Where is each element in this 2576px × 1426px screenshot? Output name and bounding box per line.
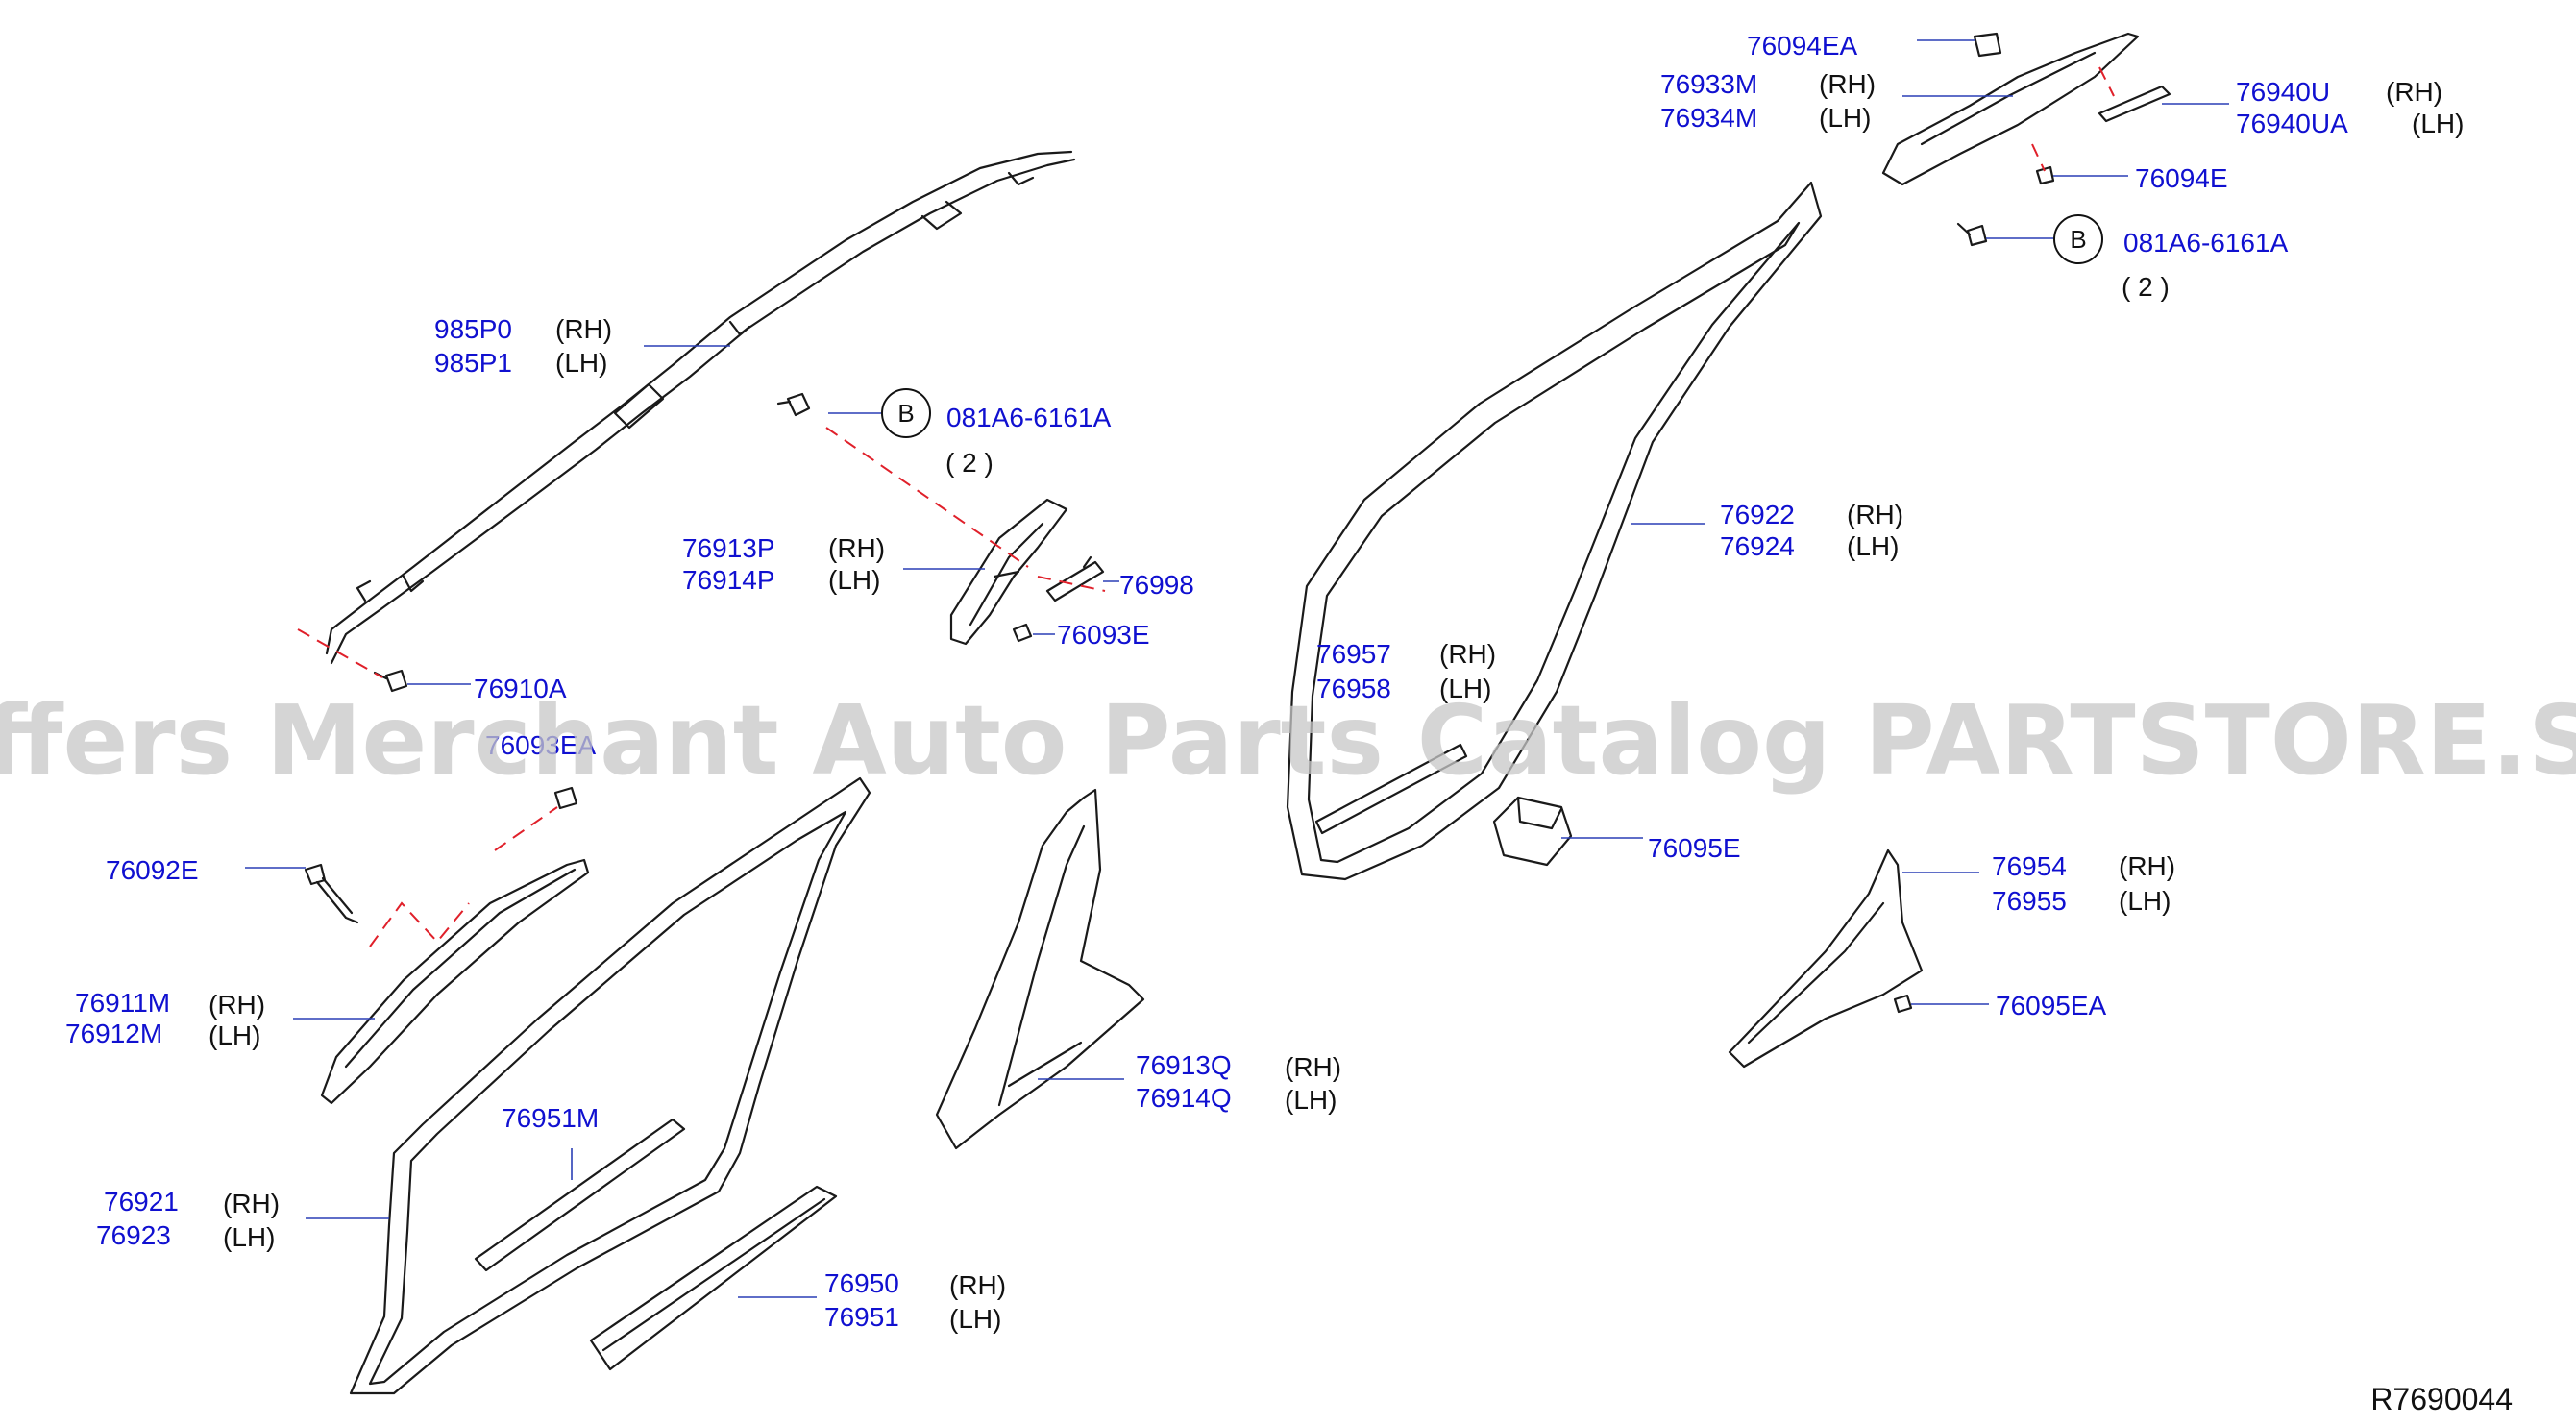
label-76958[interactable]: 76958 [1316, 674, 1391, 703]
label-76094E[interactable]: 76094E [2135, 163, 2228, 193]
label-76924-side: (LH) [1847, 531, 1899, 561]
label-76950-side: (RH) [949, 1270, 1006, 1300]
bubble-left-letter: B [897, 399, 914, 428]
label-76093E[interactable]: 76093E [1057, 620, 1150, 650]
leader-lines [245, 39, 2229, 1298]
label-76954[interactable]: 76954 [1992, 851, 2067, 881]
label-76912M-side: (LH) [209, 1020, 260, 1050]
clip-strip-76940U[interactable] [2098, 85, 2171, 123]
bubble-right-letter: B [2070, 225, 2086, 254]
label-76922[interactable]: 76922 [1720, 500, 1795, 529]
label-76914Q[interactable]: 76914Q [1136, 1083, 1232, 1113]
label-76094EA[interactable]: 76094EA [1747, 31, 1858, 61]
label-76940U[interactable]: 76940U [2236, 77, 2330, 107]
label-76951M[interactable]: 76951M [502, 1103, 599, 1133]
label-985P1-side: (LH) [555, 348, 607, 378]
label-76914P[interactable]: 76914P [682, 565, 775, 595]
label-081A6-left-qty: ( 2 ) [945, 448, 994, 478]
clip-76093EA[interactable] [553, 786, 578, 810]
pillar-garnish-76911M[interactable] [320, 858, 590, 1105]
label-76923[interactable]: 76923 [96, 1220, 171, 1250]
part-labels: 985P0 (RH) 985P1 (LH) 081A6-6161A ( 2 ) … [65, 31, 2464, 1334]
label-76934M-side: (LH) [1819, 103, 1871, 133]
label-76913Q-side: (RH) [1285, 1052, 1341, 1082]
label-76921[interactable]: 76921 [104, 1187, 179, 1217]
label-76958-side: (LH) [1439, 674, 1491, 703]
label-76914P-side: (LH) [828, 565, 880, 595]
label-76950[interactable]: 76950 [824, 1268, 899, 1298]
label-76954-side: (RH) [2119, 851, 2175, 881]
bolt-081A6-right[interactable] [1956, 222, 1988, 247]
label-76933M-side: (RH) [1819, 69, 1876, 99]
label-76957[interactable]: 76957 [1316, 639, 1391, 669]
clip-76094E[interactable] [2035, 165, 2055, 185]
strip-76951M[interactable] [474, 1118, 686, 1272]
front-weatherstrip-76921[interactable] [349, 776, 871, 1395]
front-pillar-trim-76913P[interactable] [949, 498, 1068, 646]
label-76951-side: (LH) [949, 1304, 1001, 1334]
label-76940U-side: (RH) [2386, 77, 2442, 107]
label-76934M[interactable]: 76934M [1660, 103, 1757, 133]
label-76913Q[interactable]: 76913Q [1136, 1050, 1232, 1080]
label-76933M[interactable]: 76933M [1660, 69, 1757, 99]
ref-bubble-right: B [2053, 214, 2103, 264]
label-76913P[interactable]: 76913P [682, 533, 775, 563]
label-76998[interactable]: 76998 [1119, 570, 1194, 600]
label-76924[interactable]: 76924 [1720, 531, 1795, 561]
watermark-text: Offers Merchant Auto Parts Catalog PARTS… [0, 684, 2576, 797]
rear-pillar-upper-76933M[interactable] [1881, 32, 2140, 186]
kicking-plate-76950[interactable] [589, 1185, 838, 1371]
label-76912M[interactable]: 76912M [65, 1019, 162, 1048]
bolt-081A6-left[interactable] [776, 392, 811, 417]
label-76940UA[interactable]: 76940UA [2236, 109, 2348, 138]
rear-weatherstrip-76922[interactable] [1286, 181, 1823, 881]
label-76921-side: (RH) [223, 1189, 280, 1218]
clip-76093E[interactable] [1012, 623, 1033, 643]
label-76910A[interactable]: 76910A [474, 674, 567, 703]
strip-76957[interactable] [1314, 743, 1468, 835]
clip-76094EA[interactable] [1973, 32, 2002, 58]
assembly-lines [297, 66, 2115, 947]
label-985P1[interactable]: 985P1 [434, 348, 512, 378]
label-76095EA[interactable]: 76095EA [1996, 991, 2107, 1020]
curtain-airbag-part[interactable] [325, 150, 1076, 665]
label-081A6-right-qty: ( 2 ) [2122, 272, 2170, 302]
label-985P0-side: (RH) [555, 314, 612, 344]
clip-76095EA[interactable] [1893, 994, 1913, 1014]
label-76914Q-side: (LH) [1285, 1085, 1337, 1115]
label-081A6-left[interactable]: 081A6-6161A [946, 403, 1112, 432]
label-76095E[interactable]: 76095E [1648, 833, 1741, 863]
label-76955[interactable]: 76955 [1992, 886, 2067, 916]
label-76911M-side: (RH) [209, 990, 265, 1020]
label-76957-side: (RH) [1439, 639, 1496, 669]
fastener-76092E[interactable] [304, 863, 359, 924]
center-pillar-lower-76913Q[interactable] [935, 788, 1145, 1150]
label-76092E[interactable]: 76092E [106, 855, 199, 885]
label-76940UA-side: (LH) [2412, 109, 2464, 138]
label-081A6-right[interactable]: 081A6-6161A [2123, 228, 2289, 258]
label-76913P-side: (RH) [828, 533, 885, 563]
label-76093EA[interactable]: 76093EA [485, 730, 597, 760]
label-985P0[interactable]: 985P0 [434, 314, 512, 344]
label-76922-side: (RH) [1847, 500, 1903, 529]
label-76911M[interactable]: 76911M [75, 988, 170, 1018]
clip-76095E[interactable] [1492, 796, 1573, 867]
rear-kicking-plate-76954[interactable] [1728, 848, 1924, 1069]
label-76955-side: (LH) [2119, 886, 2171, 916]
diagram-reference: R7690044 [2370, 1382, 2513, 1416]
clip-76998[interactable] [1045, 555, 1105, 602]
ref-bubble-left: B [881, 388, 931, 438]
label-76923-side: (LH) [223, 1222, 275, 1252]
label-76951[interactable]: 76951 [824, 1302, 899, 1332]
